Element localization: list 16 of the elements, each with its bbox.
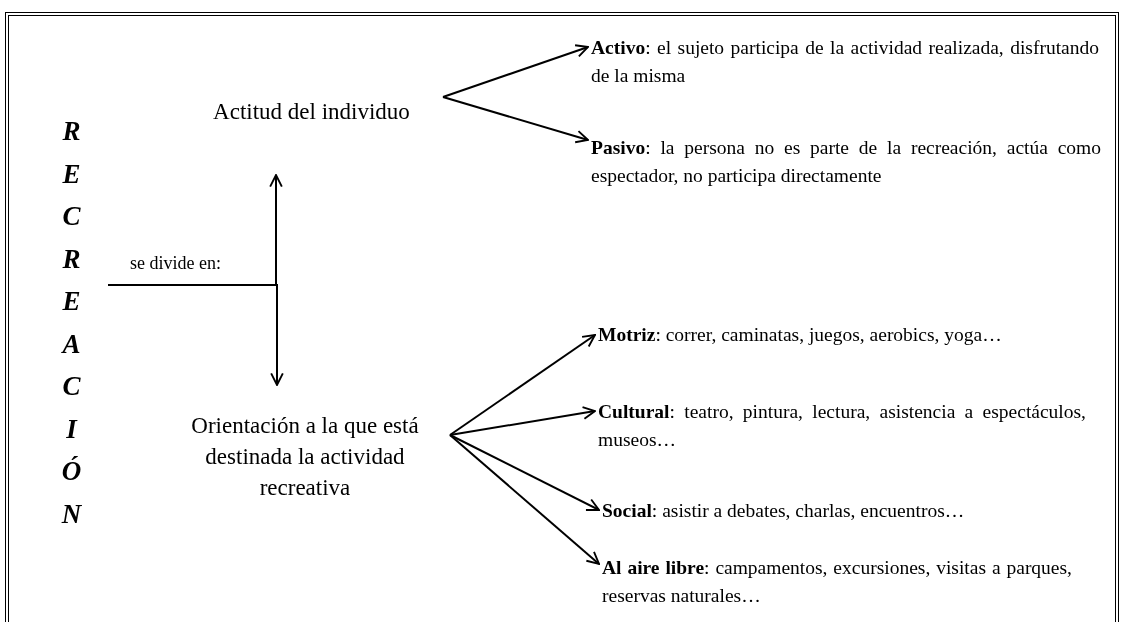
category-description: Motriz: correr, caminatas, juegos, aerobics, yoga… xyxy=(598,323,1003,347)
vertical-title: RECREACIÓN xyxy=(60,115,83,531)
category-description: Al aire libre: campamentos, excursiones, visitas a parques, reservas naturales… xyxy=(602,556,1072,608)
category-description: Social: asistir a debates, charlas, encuentros… xyxy=(602,499,966,523)
arrow xyxy=(449,406,596,436)
arrow xyxy=(449,434,600,565)
arrow xyxy=(449,434,600,511)
arrow xyxy=(442,44,589,98)
arrow xyxy=(107,284,284,386)
category-heading: Orientación a la que está destinada la actividad recreativa xyxy=(190,412,420,502)
category-heading: Actitud del individuo xyxy=(212,98,411,126)
category-description: Activo: el sujeto participa de la actividad realizada, disfrutando de la misma xyxy=(591,36,1099,88)
category-description: Cultural: teatro, pintura, lectura, asistencia a espectáculos, museos… xyxy=(598,400,1086,452)
arrow xyxy=(449,334,596,436)
category-description: Pasivo: la persona no es parte de la recreación, actúa como espectador, no participa directamente xyxy=(591,136,1101,188)
arrow xyxy=(442,96,589,144)
